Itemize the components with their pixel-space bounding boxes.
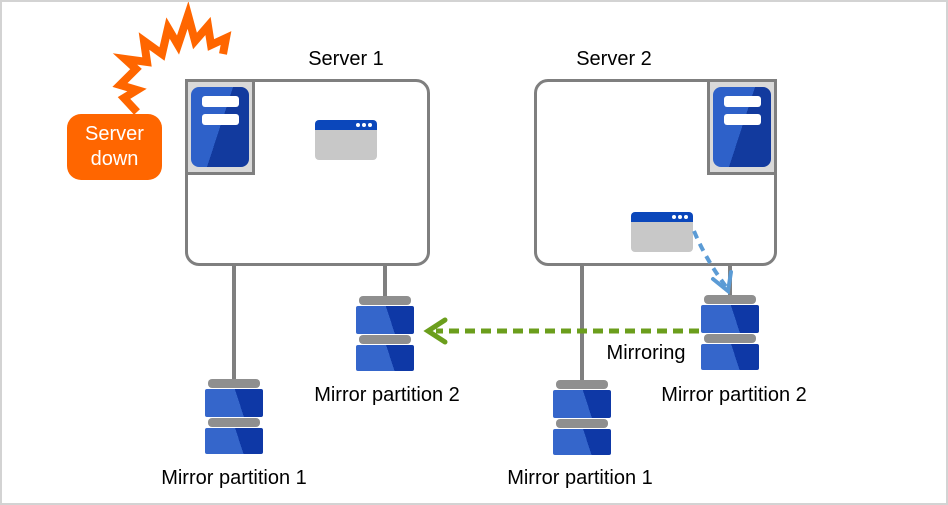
server1-title: Server 1	[308, 48, 384, 70]
disk-platter	[205, 389, 263, 417]
window-dot-icon	[678, 215, 682, 219]
server2-title: Server 2	[576, 48, 652, 70]
server2-partition2-connector	[728, 265, 732, 299]
disk-platter	[356, 345, 414, 371]
disk-platter	[701, 305, 759, 333]
application-b-window-icon	[631, 212, 693, 252]
server1-icon	[185, 79, 255, 175]
server2-partition1-connector	[580, 265, 584, 382]
mirroring-arrowhead-icon	[423, 317, 448, 345]
disk-separator	[704, 334, 756, 343]
server1-mirror-partition1-disk-icon	[205, 379, 263, 454]
server-slot-icon	[724, 114, 761, 125]
server-slot-icon	[202, 96, 239, 107]
server-slot-icon	[202, 114, 239, 125]
window-dot-icon	[672, 215, 676, 219]
disk-cap	[704, 295, 756, 304]
disk-platter	[553, 390, 611, 418]
disk-platter	[205, 428, 263, 454]
window-body	[315, 130, 377, 160]
server-down-badge: Server down	[67, 114, 162, 180]
server1-partition1-label: Mirror partition 1	[161, 467, 307, 489]
window-dot-icon	[684, 215, 688, 219]
server1-partition1-connector	[232, 265, 236, 382]
server2-icon	[707, 79, 777, 175]
disk-platter	[553, 429, 611, 455]
server2-mirror-partition2-disk-icon	[701, 295, 759, 370]
application-a-window-icon	[315, 120, 377, 160]
window-dot-icon	[356, 123, 360, 127]
disk-cap	[359, 296, 411, 305]
disk-separator	[208, 418, 260, 427]
window-dot-icon	[362, 123, 366, 127]
server2-mirror-partition1-disk-icon	[553, 380, 611, 455]
server-down-line2: down	[90, 148, 139, 170]
server2-partition1-label: Mirror partition 1	[507, 467, 653, 489]
window-body	[631, 222, 693, 252]
server-tower-icon	[191, 87, 249, 167]
mirroring-label: Mirroring	[606, 342, 686, 364]
disk-separator	[359, 335, 411, 344]
server1-partition2-connector	[383, 265, 387, 299]
disk-platter	[701, 344, 759, 370]
disk-platter	[356, 306, 414, 334]
window-titlebar	[315, 120, 377, 130]
server1-mirror-partition2-disk-icon	[356, 296, 414, 371]
window-titlebar	[631, 212, 693, 222]
server2-partition2-label: Mirror partition 2	[661, 384, 807, 406]
disk-cap	[208, 379, 260, 388]
server-slot-icon	[724, 96, 761, 107]
window-dot-icon	[368, 123, 372, 127]
server-tower-icon	[713, 87, 771, 167]
disk-separator	[556, 419, 608, 428]
server1-partition2-label: Mirror partition 2	[314, 384, 460, 406]
disk-cap	[556, 380, 608, 389]
server-down-line1: Server	[85, 123, 144, 145]
